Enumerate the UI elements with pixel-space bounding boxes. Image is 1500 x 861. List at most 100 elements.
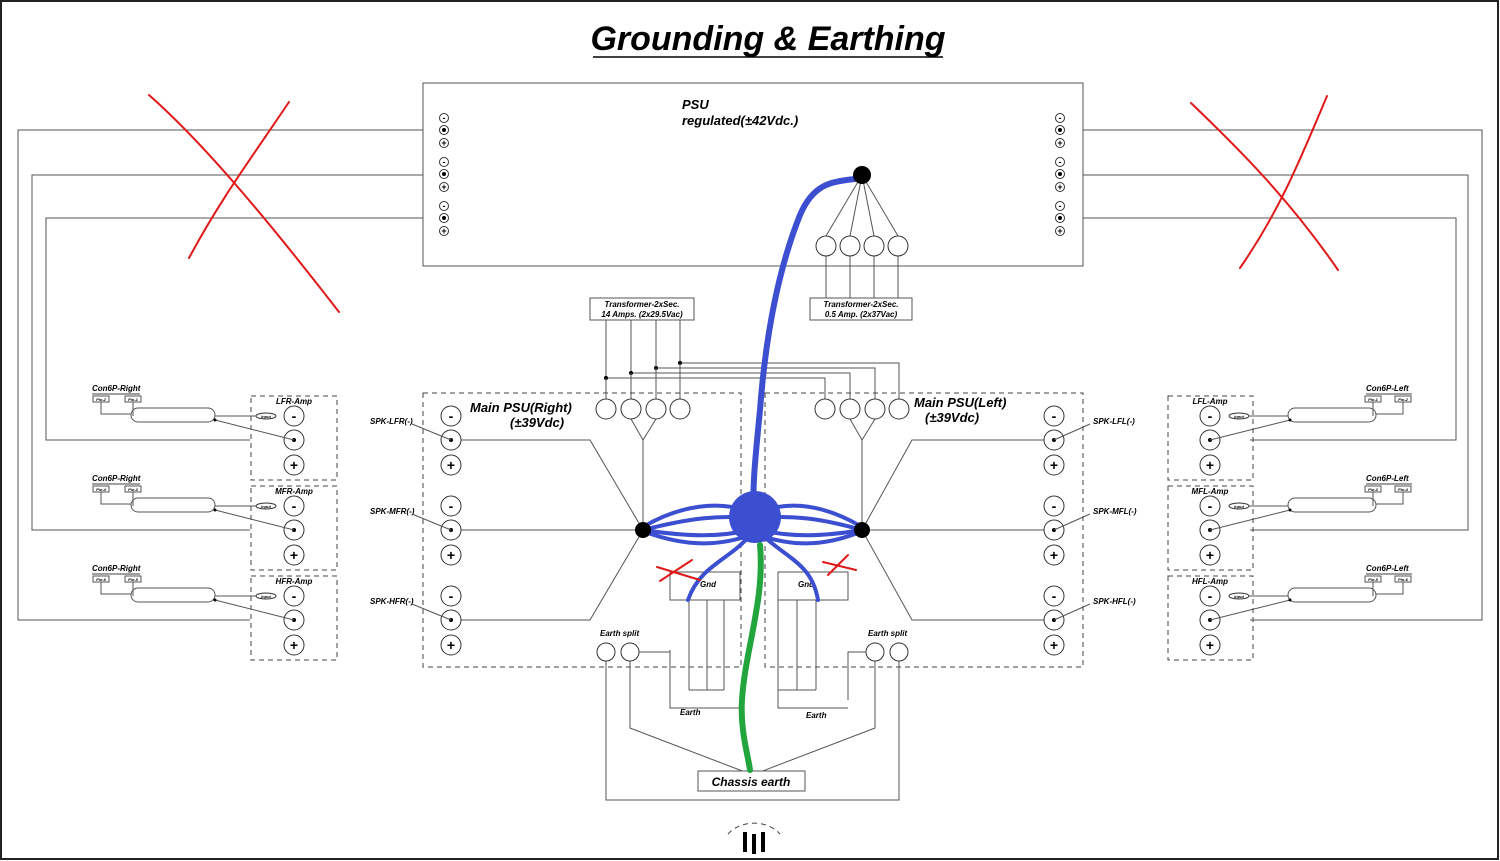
amp-left-minus-terminal: - — [1199, 585, 1221, 607]
svg-text:Pin-2: Pin-2 — [96, 397, 107, 402]
amp-right-plus-terminal: + — [283, 544, 305, 566]
amp-left-box — [1167, 485, 1254, 571]
svg-text:+: + — [447, 457, 455, 473]
earth-right-label: Earth — [680, 708, 701, 717]
svg-text:-: - — [443, 113, 446, 123]
earth-left-label: Earth — [806, 711, 827, 720]
spk-left-label: SPK-MFL(-) — [1093, 507, 1137, 516]
svg-text:Pin-5: Pin-5 — [128, 577, 139, 582]
psu-minus-terminal: - — [439, 201, 449, 211]
svg-text:Pin-1: Pin-1 — [1368, 397, 1379, 402]
svg-text:+: + — [1206, 637, 1214, 653]
spk-right-label: SPK-LFR(-) — [370, 417, 413, 426]
svg-text:+: + — [1057, 138, 1062, 148]
psu-label: PSU — [682, 97, 709, 112]
spk-left-label: SPK-LFL(-) — [1093, 417, 1135, 426]
svg-text:Pin-4: Pin-4 — [1398, 487, 1409, 492]
psu-ground-terminal — [1055, 213, 1065, 223]
gnd-right-label: Gnd — [700, 580, 717, 589]
shielded-cable — [1287, 407, 1377, 423]
amp-right-box — [250, 395, 338, 481]
amp-right-label: MFR-Amp — [275, 487, 313, 496]
amp-right-box — [250, 485, 338, 571]
input-label: Input — [261, 594, 271, 599]
con-left-label: Con6P-Left — [1366, 564, 1409, 573]
amp-right-minus-terminal: - — [283, 585, 305, 607]
svg-text:Pin-6: Pin-6 — [1398, 577, 1409, 582]
svg-text:+: + — [1050, 457, 1058, 473]
psu-plus-terminal: + — [439, 226, 449, 236]
svg-text:-: - — [1059, 113, 1062, 123]
svg-text:+: + — [441, 182, 446, 192]
svg-text:-: - — [1059, 201, 1062, 211]
psu-plus-terminal: + — [1055, 138, 1065, 148]
psu-right-plus-terminal: + — [440, 544, 462, 566]
svg-text:-: - — [443, 157, 446, 167]
page-title: Grounding & Earthing — [590, 20, 945, 58]
svg-text:+: + — [290, 637, 298, 653]
svg-text:+: + — [1057, 182, 1062, 192]
shielded-cable — [130, 407, 216, 423]
chassis-earth-label: Chassis earth — [712, 775, 791, 789]
shielded-cable — [1287, 497, 1377, 513]
input-label: Input — [261, 414, 271, 419]
svg-text:Pin-5: Pin-5 — [1368, 577, 1379, 582]
psu-minus-terminal: - — [1055, 113, 1065, 123]
psu-plus-terminal: + — [439, 182, 449, 192]
psu-right-plus-terminal: + — [440, 634, 462, 656]
psu-output-terminals: -+-+SPK-LFR(-)SPK-LFL(-)-+-+SPK-MFR(-)SP… — [370, 405, 1137, 656]
svg-text:+: + — [290, 457, 298, 473]
svg-text:+: + — [1050, 637, 1058, 653]
gnd-section: Gnd Gnd Earth Earth Earth split Earth sp… — [596, 571, 909, 801]
con-right-label: Con6P-Right — [92, 474, 141, 483]
svg-text:-: - — [449, 408, 454, 424]
main-psu-left-label: Main PSU(Left) — [914, 395, 1006, 410]
amp-left-label: HFL-Amp — [1192, 577, 1228, 586]
earth-symbol-icon — [727, 822, 781, 854]
psu-terminals: -+-+-+-+-+-+ — [439, 113, 1065, 236]
psu-left-plus-terminal: + — [1043, 634, 1065, 656]
input-label: Input — [261, 504, 271, 509]
psu-output-wiring — [451, 439, 1054, 621]
svg-text:Pin-4: Pin-4 — [96, 487, 107, 492]
svg-text:+: + — [1206, 547, 1214, 563]
psu-plus-terminal: + — [439, 138, 449, 148]
svg-text:+: + — [441, 226, 446, 236]
svg-text:-: - — [449, 588, 454, 604]
svg-text:Pin-3: Pin-3 — [1368, 487, 1379, 492]
con-right-label: Con6P-Right — [92, 384, 141, 393]
psu-ground-terminal — [1055, 125, 1065, 135]
svg-text:Pin-2: Pin-2 — [1398, 397, 1409, 402]
amp-left-minus-terminal: - — [1199, 495, 1221, 517]
psu-right-minus-terminal: - — [440, 585, 462, 607]
transformer-2-rating: 0.5 Amp. (2x37Vac) — [825, 310, 898, 319]
gnd-left-label: Gnd — [798, 580, 815, 589]
psu-voltage-label: regulated(±42Vdc.) — [682, 113, 798, 128]
amp-left-minus-terminal: - — [1199, 405, 1221, 427]
transformer-2-box — [809, 297, 913, 321]
svg-text:-: - — [1052, 588, 1057, 604]
psu-left-minus-terminal: - — [1043, 495, 1065, 517]
psu-plus-terminal: + — [1055, 182, 1065, 192]
svg-text:-: - — [443, 201, 446, 211]
transformer-2-title: Transformer-2xSec. — [824, 300, 899, 309]
psu-left-minus-terminal: - — [1043, 405, 1065, 427]
psu-ground-terminal — [1055, 169, 1065, 179]
svg-text:-: - — [292, 498, 297, 514]
input-label: Input — [1234, 504, 1244, 509]
svg-text:Pin-1: Pin-1 — [128, 397, 139, 402]
svg-text:-: - — [449, 498, 454, 514]
amp-left-plus-terminal: + — [1199, 634, 1221, 656]
svg-text:+: + — [447, 547, 455, 563]
main-psu-right-label: Main PSU(Right) — [470, 400, 572, 415]
psu-right-plus-terminal: + — [440, 454, 462, 476]
svg-text:+: + — [441, 138, 446, 148]
svg-text:+: + — [290, 547, 298, 563]
psu-box — [422, 82, 1084, 267]
amp-left-label: MFL-Amp — [1192, 487, 1229, 496]
psu-right-minus-terminal: - — [440, 495, 462, 517]
